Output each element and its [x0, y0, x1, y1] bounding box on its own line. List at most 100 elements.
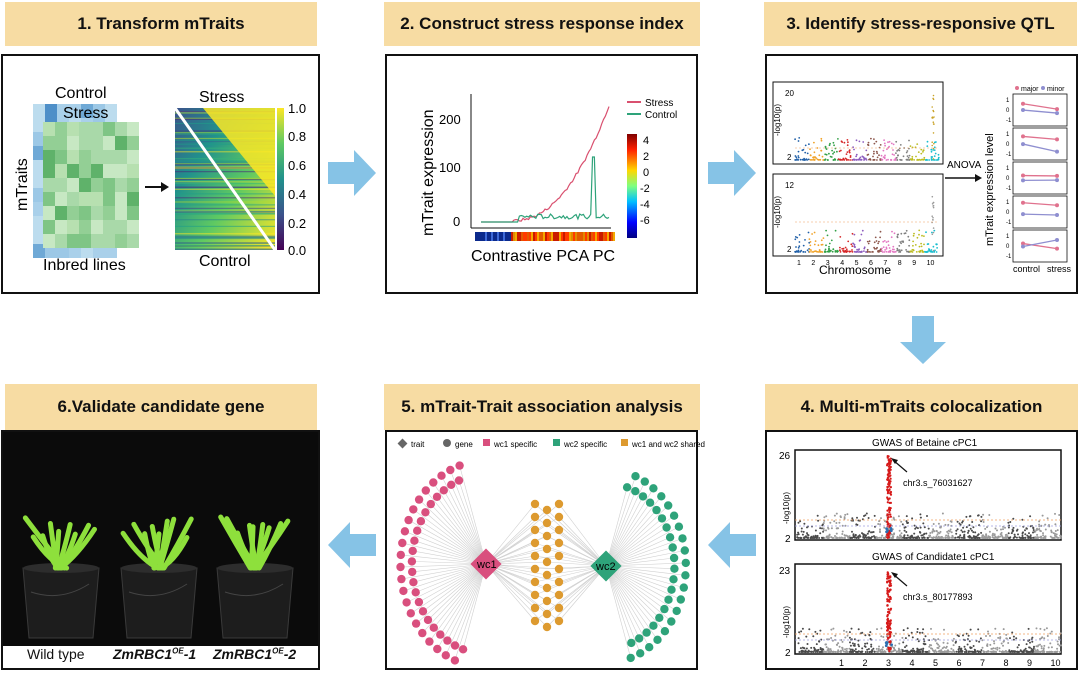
manhattan-point — [870, 537, 872, 539]
manhattan-point — [1007, 522, 1009, 524]
manhattan-point — [918, 251, 920, 253]
manhattan-point — [798, 522, 800, 524]
manhattan-point — [808, 159, 810, 161]
manhattan-point — [921, 235, 923, 237]
manhattan-point — [905, 249, 907, 251]
chrom-tick: 2 — [863, 658, 868, 668]
manhattan-point — [969, 515, 971, 517]
stress-cell — [103, 150, 115, 164]
manhattan-point — [814, 649, 816, 651]
p3-expression-subplot — [1013, 196, 1067, 228]
p5-wc1-node — [433, 645, 441, 653]
manhattan-point — [819, 527, 821, 529]
manhattan-point — [1048, 647, 1050, 649]
manhattan-point — [922, 250, 924, 252]
manhattan-point — [957, 634, 959, 636]
manhattan-point — [1048, 651, 1050, 653]
p5-wc2-node — [649, 484, 657, 492]
manhattan-peak-point — [886, 534, 888, 536]
heatmap-streak — [175, 187, 275, 188]
p2-cbar-tick: -6 — [640, 215, 650, 227]
manhattan-point — [861, 632, 863, 634]
manhattan-point — [863, 248, 865, 250]
manhattan-point — [893, 533, 895, 535]
manhattan-point — [914, 651, 916, 653]
manhattan-peak-point — [886, 464, 888, 466]
p2-stripe-cell — [551, 232, 553, 241]
manhattan-peak-point — [933, 202, 935, 204]
stress-cell — [55, 192, 67, 206]
p2-stripe-cell — [475, 232, 477, 241]
manhattan-peak-point — [933, 227, 935, 229]
p5-wc2-node — [627, 639, 635, 647]
p2-stripe-cell — [571, 232, 573, 241]
p2-colorbar-ticks: 4 2 0 -2 -4 -6 — [640, 135, 650, 227]
p2-stripe-cell — [503, 232, 505, 241]
manhattan-point — [1003, 651, 1005, 653]
chrom-tick: 9 — [1027, 658, 1032, 668]
p5-wc1-node — [409, 547, 417, 555]
manhattan-point — [798, 537, 800, 539]
manhattan-point — [855, 251, 857, 253]
p5-wc1-node — [402, 598, 410, 606]
p5-wc1-node — [451, 656, 459, 664]
heatmap-streak — [175, 204, 275, 205]
manhattan-point — [912, 245, 914, 247]
manhattan-point — [980, 649, 982, 651]
manhattan-point — [1003, 628, 1005, 630]
manhattan-point — [832, 628, 834, 630]
manhattan-point — [806, 537, 808, 539]
manhattan-point — [901, 159, 903, 161]
manhattan-point — [876, 151, 878, 153]
manhattan-point — [979, 537, 981, 539]
manhattan-point — [808, 628, 810, 630]
manhattan-peak-point — [889, 589, 891, 591]
manhattan-point — [845, 651, 847, 653]
manhattan-point — [835, 230, 837, 232]
manhattan-point — [941, 536, 943, 538]
manhattan-point — [1028, 532, 1030, 534]
manhattan-point — [799, 520, 801, 522]
manhattan-point — [949, 537, 951, 539]
flow-arrow-left-2 — [328, 522, 376, 568]
p3-right-ytick: -1 — [1006, 220, 1012, 226]
manhattan-point — [801, 528, 803, 530]
manhattan-point — [983, 521, 985, 523]
manhattan-point — [820, 647, 822, 649]
stress-cell — [91, 220, 103, 234]
manhattan-point — [904, 534, 906, 536]
manhattan-point — [964, 646, 966, 648]
manhattan-point — [897, 234, 899, 236]
manhattan-point — [811, 651, 813, 653]
manhattan-point — [1018, 651, 1020, 653]
manhattan-point — [808, 143, 810, 145]
manhattan-point — [884, 240, 886, 242]
stress-cell — [55, 136, 67, 150]
p2-stripe-cell — [501, 232, 503, 241]
p3-major-point — [1055, 203, 1059, 207]
stress-cell — [79, 178, 91, 192]
p5-shared-node — [543, 610, 551, 618]
manhattan-point — [1021, 537, 1023, 539]
manhattan-point — [808, 650, 810, 652]
manhattan-point — [849, 535, 851, 537]
colorbar-tick: 0.4 — [288, 187, 306, 202]
manhattan-point — [1036, 528, 1038, 530]
manhattan-point — [922, 651, 924, 653]
manhattan-point — [877, 157, 879, 159]
chrom-tick: 10 — [1051, 658, 1061, 668]
manhattan-point — [852, 233, 854, 235]
manhattan-point — [794, 138, 796, 140]
manhattan-point — [989, 635, 991, 637]
manhattan-point — [978, 641, 980, 643]
manhattan-point — [896, 650, 898, 652]
manhattan-point — [860, 157, 862, 159]
manhattan-point — [855, 648, 857, 650]
p5-wc1-node — [440, 486, 448, 494]
caption-oe1: ZmRBC1OE-1 — [113, 646, 196, 662]
manhattan-point — [805, 535, 807, 537]
manhattan-point — [908, 140, 910, 142]
manhattan-point — [832, 651, 834, 653]
manhattan-point — [870, 644, 872, 646]
manhattan-point — [838, 522, 840, 524]
